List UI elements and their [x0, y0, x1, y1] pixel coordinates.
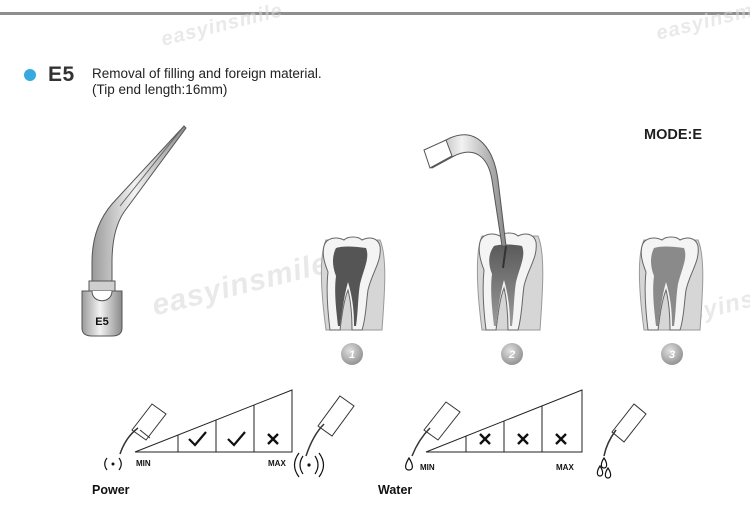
water-cross-mark [517, 433, 529, 445]
low-power-wave-icon [104, 457, 122, 471]
water-scale: MIN MAX [405, 389, 647, 479]
handpiece-icon [119, 403, 167, 455]
ultrasonic-tip-illustration: E5 [81, 125, 187, 337]
step-number-3: 3 [669, 349, 675, 361]
tooth-step-2: 2 [423, 134, 544, 365]
water-label: Water [378, 483, 413, 497]
water-max-label: MAX [556, 463, 574, 472]
tip-code: E5 [48, 63, 75, 86]
power-label: Power [92, 483, 130, 497]
step-number-1: 1 [349, 349, 355, 361]
section-bullet [24, 69, 36, 81]
step-number-2: 2 [508, 349, 515, 361]
top-divider [0, 12, 750, 15]
mode-label: MODE:E [644, 127, 702, 143]
description-line-2: (Tip end length:16mm) [92, 82, 228, 97]
high-water-drops-icon [596, 456, 612, 479]
tip-engraving: E5 [95, 316, 108, 328]
water-cross-mark [555, 433, 567, 445]
tooth-step-1: 1 [320, 236, 386, 365]
power-check-mark [227, 431, 246, 447]
low-water-drop-icon [405, 456, 413, 471]
handpiece-icon [411, 401, 461, 457]
handpiece-icon [305, 395, 355, 457]
description-line-1: Removal of filling and foreign material. [92, 66, 322, 81]
handpiece-icon [603, 403, 647, 457]
water-cross-mark [479, 433, 491, 445]
power-cross-mark [267, 433, 279, 445]
tip-description: Removal of filling and foreign material.… [92, 66, 322, 98]
power-check-mark [188, 431, 207, 447]
water-min-label: MIN [420, 463, 435, 472]
power-min-label: MIN [136, 459, 151, 468]
power-max-label: MAX [268, 459, 286, 468]
tooth-step-3: 3 [638, 236, 704, 365]
power-scale: MIN MAX [104, 389, 355, 478]
high-power-wave-icon [293, 452, 325, 478]
